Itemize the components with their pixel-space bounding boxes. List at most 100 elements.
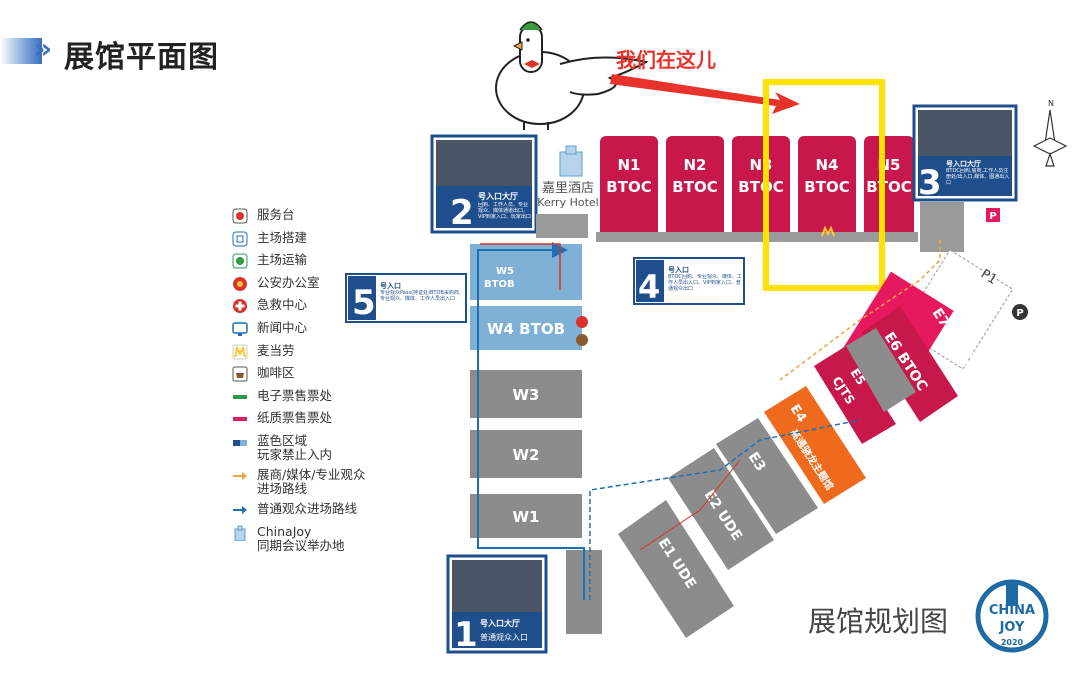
svg-text:P: P (1016, 308, 1023, 319)
entrance-5-card (345, 273, 467, 323)
hall-n2-name: N2 (684, 156, 707, 174)
map-legend: 服务台 主场搭建 主场运输 公安办公室 急救中心 新闻中心 麦当劳 咖啡区 电子… (232, 208, 382, 559)
here-label: 我们在这儿 (616, 48, 716, 72)
hall-w1-label: W1 (513, 508, 540, 526)
logo-mid: JOY (999, 620, 1025, 635)
hall-n3-type: BTOC (738, 178, 783, 196)
service-desk-icon (232, 208, 248, 224)
hall-n2-type: BTOC (672, 178, 717, 196)
hall-n1-name: N1 (618, 156, 641, 174)
entrance-2-number: 2 (450, 193, 474, 233)
logo-top: CHINA (989, 603, 1035, 618)
parking-sign-icon (986, 208, 1000, 222)
venue-setup-icon (232, 231, 248, 247)
legend-item: 纸质票售票处 (232, 411, 382, 434)
mcdonalds-icon (232, 344, 248, 360)
hall-w3 (470, 370, 582, 418)
hotel-name-en: Kerry Hotel (537, 196, 598, 209)
legend-item: 新闻中心 (232, 320, 382, 344)
compass-north: N (1048, 99, 1054, 108)
legend-item: 主场搭建 (232, 230, 382, 254)
hall-w3-label: W3 (513, 386, 540, 404)
hall-e4 (764, 386, 866, 504)
entrance-4-number: 4 (638, 268, 660, 306)
here-arrow (610, 74, 800, 114)
entrance-4-card (633, 257, 745, 305)
legend-item: 咖啡区 (232, 366, 382, 389)
entrance-5-number: 5 (352, 283, 376, 323)
hall-n1-type: BTOC (606, 178, 651, 196)
hotel-building-icon (559, 145, 583, 177)
hall-w4 (470, 306, 582, 350)
press-center-icon (232, 321, 248, 337)
entrance-3-card (912, 104, 1018, 202)
entrance-5-desc: 专业观众Pass(持证处)BTOB采购商、专业观众、媒体、工作人员出入口 (380, 290, 464, 302)
hall-e1 (618, 500, 734, 638)
p1-label: P1 (978, 267, 1000, 288)
entrance-1-desc: 普通观众入口 (480, 632, 528, 642)
hall-w5 (470, 244, 582, 300)
pink-line-icon (232, 411, 248, 427)
hall-w2 (470, 430, 582, 478)
hotel-name-cn: 嘉里酒店 (542, 181, 594, 196)
legend-item: 服务台 (232, 208, 382, 231)
hall-w4-label: W4 BTOB (487, 320, 565, 338)
hall-n4-name: N4 (816, 156, 839, 174)
blue-arrow-icon (232, 502, 248, 518)
coffee-icon (576, 334, 588, 346)
chevron-right-icon: » (34, 32, 53, 65)
police-office-icon (232, 276, 248, 292)
conference-building-icon (232, 525, 248, 541)
compass-icon (1032, 109, 1068, 167)
logo-year: 2020 (1001, 638, 1024, 647)
entrance-4-desc: BTOC回购、专业观众、媒体、工作人员出入口、VIP到家入口、普通观众出口 (668, 274, 742, 292)
entrance-3-title: 号入口大厅 (946, 159, 981, 168)
green-line-icon (232, 389, 248, 405)
legend-item: 公安办公室 (232, 275, 382, 299)
north-halls (596, 136, 918, 242)
chinajoy-logo (975, 579, 1049, 653)
parking-icon (1012, 304, 1028, 320)
hall-w1 (470, 494, 582, 538)
entrance-4-title: 号入口 (668, 265, 689, 274)
page-title: 展馆平面图 (64, 40, 219, 75)
legend-item: 蓝色区域玩家禁止入内 (232, 433, 382, 468)
plan-label: 展馆规划图 (808, 605, 949, 638)
mcdonalds-icon (821, 225, 835, 237)
entrance-1-card (446, 554, 548, 654)
entrance-1-title: 号入口大厅 (480, 618, 520, 628)
hall-w2-label: W2 (513, 446, 540, 464)
entrance-3-number: 3 (918, 163, 942, 203)
highlight-box (763, 79, 885, 291)
hall-n3-name: N3 (750, 156, 773, 174)
hall-e2 (668, 448, 774, 570)
hall-e5 (814, 346, 896, 444)
east-connector (920, 202, 964, 252)
entrance-1-number: 1 (454, 615, 478, 655)
orange-arrow-icon (232, 468, 248, 484)
legend-item: 电子票售票处 (232, 388, 382, 412)
hall-e3 (716, 418, 818, 534)
legend-item: 主场运输 (232, 253, 382, 276)
first-aid-icon (232, 298, 248, 314)
entrance-2-desc: 回购、工作人员、专业观众、媒体通道出口、VIP到家入口、玩家出口 (478, 202, 531, 220)
entrance-3-desc: BTOC回购,展商,工作人员注册处/出入口,媒体、图通出入口 (946, 168, 1010, 186)
entrance-2-title: 号入口大厅 (478, 191, 518, 201)
chicken-mascot (495, 21, 649, 130)
legend-item: 急救中心 (232, 298, 382, 321)
entrance-2-card (430, 134, 538, 234)
legend-item: 普通观众进场路线 (232, 501, 382, 525)
venue-transport-icon (232, 253, 248, 269)
blue-zone-icon (232, 434, 248, 450)
title-decoration (0, 38, 42, 64)
hall-w5-type: BTOB (484, 279, 515, 290)
police-office-icon (576, 316, 588, 328)
svg-text:P: P (989, 211, 996, 222)
hall-w5-name: W5 (496, 266, 514, 277)
entrance-5-title: 号入口 (380, 281, 401, 290)
legend-item: 麦当劳 (232, 343, 382, 367)
hall-e6 (862, 306, 958, 422)
legend-item: 展商/媒体/专业观众进场路线 (232, 467, 382, 502)
